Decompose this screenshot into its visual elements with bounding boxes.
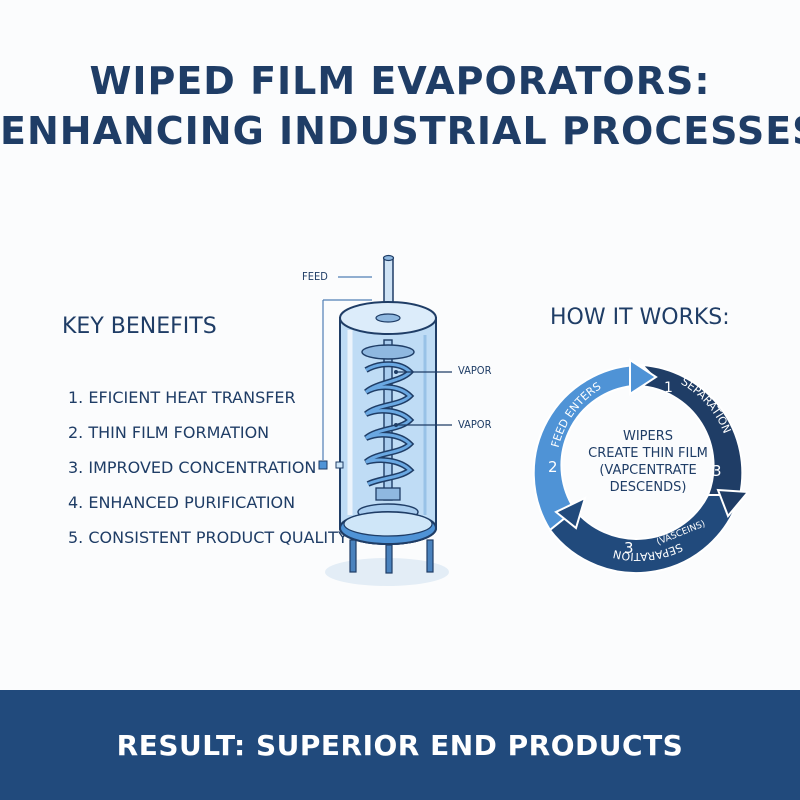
benefit-item: 4. ENHANCED PURIFICATION: [68, 493, 296, 512]
benefits-list: 1. EFICIENT HEAT TRANSFER 2. THIN FILM F…: [68, 380, 348, 555]
page-title: WIPED FILM EVAPORATORS: ENHANCING INDUST…: [0, 56, 800, 156]
feed-label: FEED: [302, 270, 328, 283]
center-text-line: WIPERS: [623, 429, 673, 444]
center-text-line: DESCENDS): [610, 480, 687, 495]
benefit-item: 5. CONSISTENT PRODUCT QUALITY: [68, 528, 348, 547]
step-number: 3: [712, 462, 722, 480]
segment-label-feed: FEED ENTERS: [549, 380, 604, 449]
benefit-item: 2. THIN FILM FORMATION: [68, 423, 270, 442]
step-number: 1: [664, 380, 673, 396]
vapor-label: VAPOR: [458, 364, 492, 377]
vapor-label: VAPOR: [458, 418, 492, 431]
segment-label-separation: SEPARATION: [612, 540, 685, 563]
step-number: 2: [548, 458, 558, 476]
center-text-line: (VAPCENTRATE: [599, 463, 696, 478]
rotor-shaft: [383, 339, 393, 501]
benefit-item: 3. IMPROVED CONCENTRATION: [68, 458, 317, 477]
result-banner: RESULT: SUPERIOR END PRODUCTS: [0, 690, 800, 800]
result-text: RESULT: SUPERIOR END PRODUCTS: [116, 728, 684, 762]
title-line-2: ENHANCING INDUSTRIAL PROCESSES: [0, 109, 800, 153]
helical-wipers: [364, 361, 415, 487]
leg: [349, 539, 357, 573]
leg: [426, 539, 434, 573]
vessel-top: [339, 301, 437, 335]
svg-text:SEPARATION: SEPARATION: [679, 375, 734, 435]
base-shadow: [325, 558, 449, 586]
vessel-body: [339, 317, 437, 545]
step-number: 3: [624, 539, 634, 557]
cycle-segment-separation-bottom: [548, 494, 742, 574]
how-it-works-heading: HOW IT WORKS:: [550, 305, 730, 330]
title-line-1: WIPED FILM EVAPORATORS:: [89, 59, 711, 103]
segment-sublabel: (VASCEINS): [655, 519, 707, 548]
benefit-item: 1. EFICIENT HEAT TRANSFER: [68, 388, 296, 407]
leg: [385, 544, 393, 574]
cycle-segment-feed: [532, 363, 644, 532]
key-benefits-heading: KEY BENEFITS: [62, 314, 217, 339]
cycle-segment-separation-top: [637, 363, 744, 496]
segment-label-separation: SEPARATION: [679, 375, 734, 435]
center-text-line: CREATE THIN FILM: [588, 446, 708, 461]
svg-text:FEED ENTERS: FEED ENTERS: [549, 380, 604, 449]
svg-text:SEPARATION: SEPARATION: [612, 540, 685, 563]
vessel-bottom: [339, 511, 437, 545]
feed-pipe: [383, 257, 394, 319]
